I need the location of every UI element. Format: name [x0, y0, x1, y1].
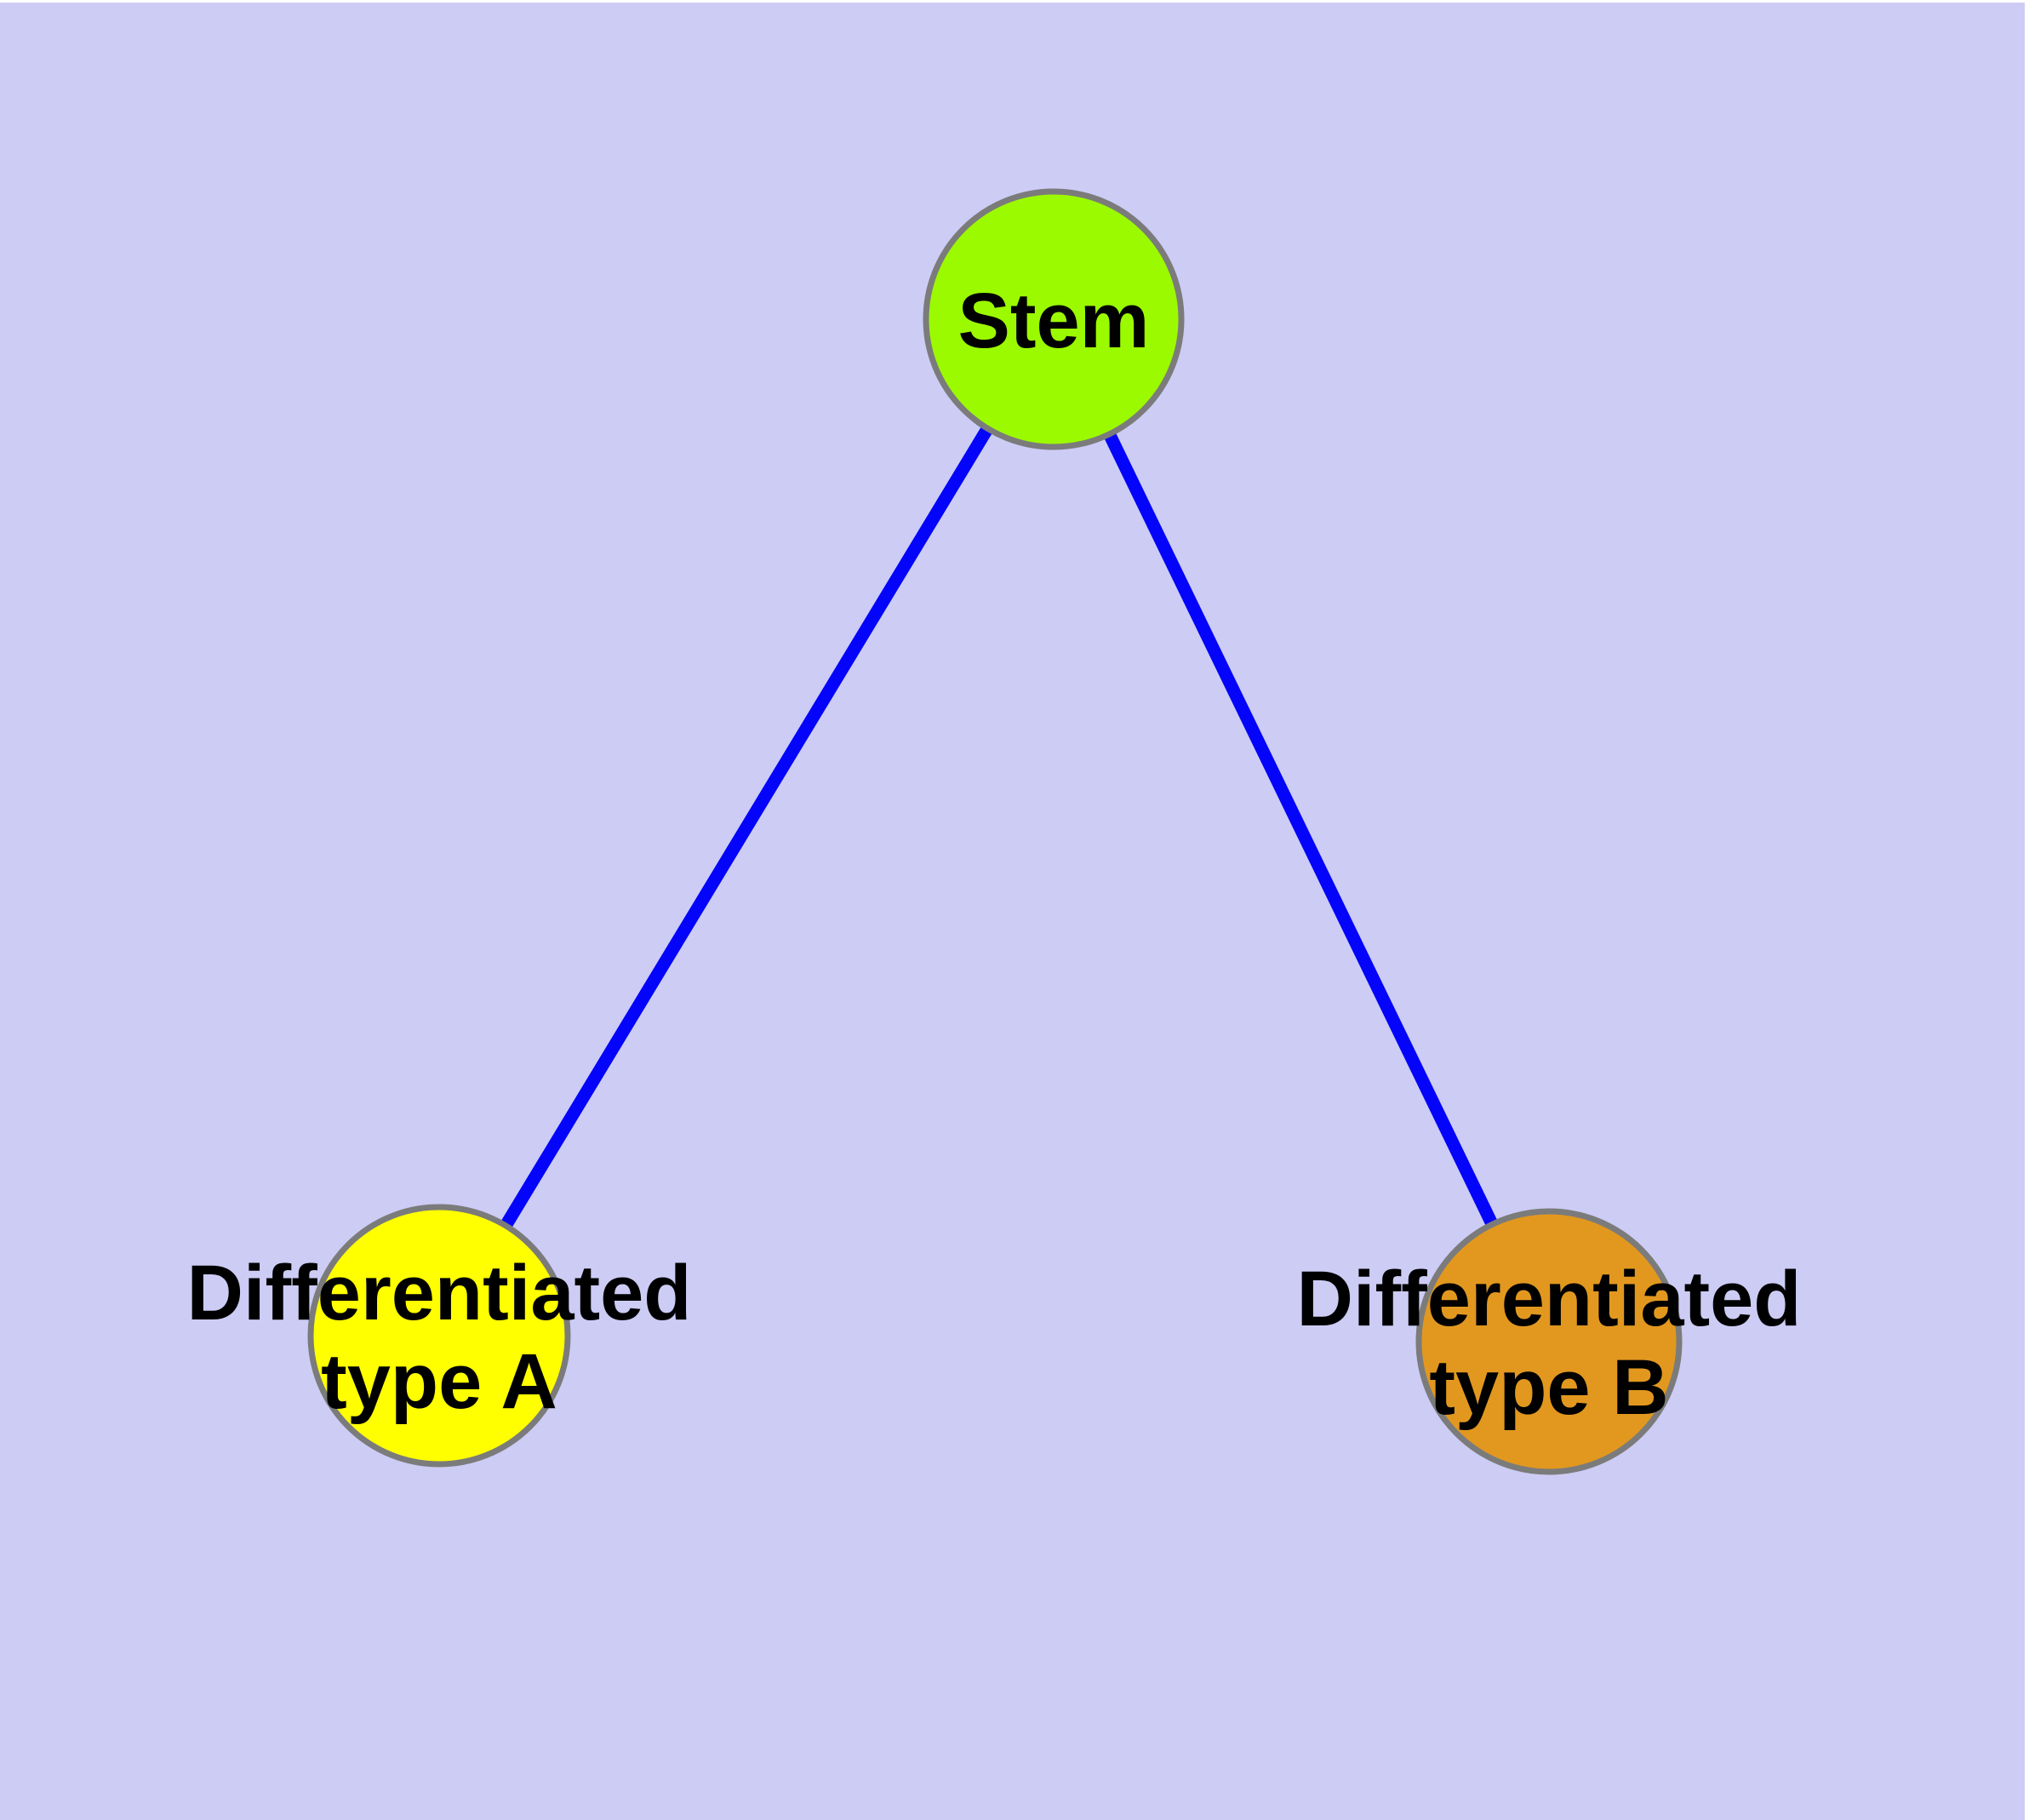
edge-stem-differentiated-type-a	[433, 316, 1060, 1339]
node-differentiated-type-a[interactable]	[307, 1204, 571, 1468]
node-label-line: type B	[1429, 1344, 1668, 1431]
node-label-stem: Stem	[958, 278, 1150, 364]
node-label-line: Differentiated	[187, 1250, 692, 1336]
node-label-line: type A	[321, 1338, 557, 1425]
edge-stem-differentiated-type-b	[1048, 316, 1555, 1345]
node-stem[interactable]	[923, 188, 1185, 450]
node-label-line: Differentiated	[1297, 1256, 1802, 1342]
node-differentiated-type-b[interactable]	[1415, 1208, 1683, 1475]
node-label-line: Stem	[958, 278, 1150, 364]
